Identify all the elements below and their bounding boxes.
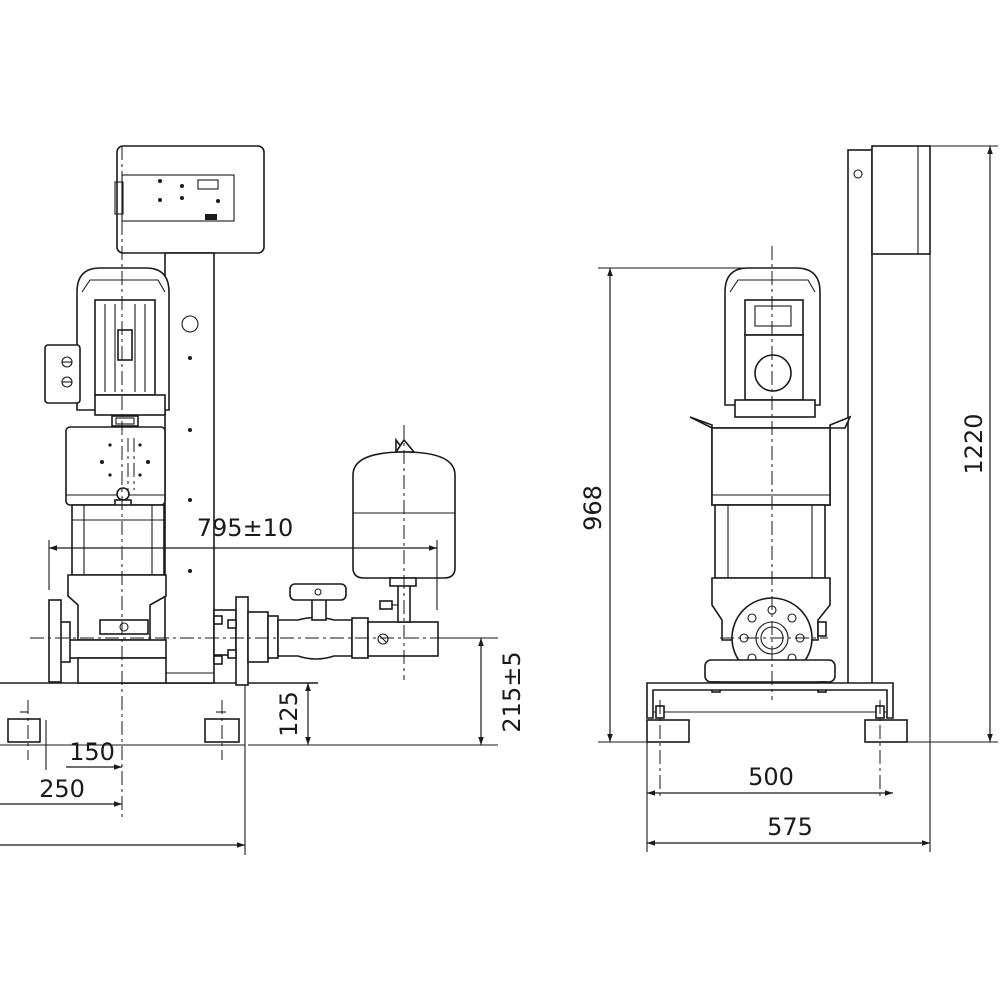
dimensions-side: [598, 145, 998, 852]
pump-head-front: [65, 426, 166, 509]
dim-label-150: 150: [69, 738, 115, 766]
base-frame-front: [0, 682, 318, 746]
pump-stages-front: [67, 504, 167, 641]
discharge-pipe-front: [213, 583, 439, 686]
support-column: [164, 252, 215, 684]
front-view: 795±10 215±5 125 150 250: [0, 145, 526, 855]
dim-label-215: 215±5: [498, 651, 526, 732]
dim-label-968: 968: [579, 485, 607, 531]
pump-base-front: [48, 599, 167, 684]
dim-label-250: 250: [39, 775, 85, 803]
control-box: [114, 145, 265, 254]
base-frame-side: [646, 659, 908, 743]
dimensions-front: [0, 540, 498, 855]
support-column-side: [847, 145, 931, 686]
pump-head-side: [689, 415, 852, 506]
dim-label-1220: 1220: [960, 413, 988, 474]
centerlines-side: [659, 246, 881, 800]
dim-label-795: 795±10: [197, 514, 293, 542]
dim-label-125: 125: [275, 691, 303, 737]
dim-label-575: 575: [767, 813, 813, 841]
dim-label-500: 500: [748, 763, 794, 791]
motor-side: [724, 267, 821, 418]
centerlines-front: [27, 146, 496, 820]
side-view: 968 1220 500 575: [579, 145, 998, 852]
motor-front: [44, 267, 170, 427]
